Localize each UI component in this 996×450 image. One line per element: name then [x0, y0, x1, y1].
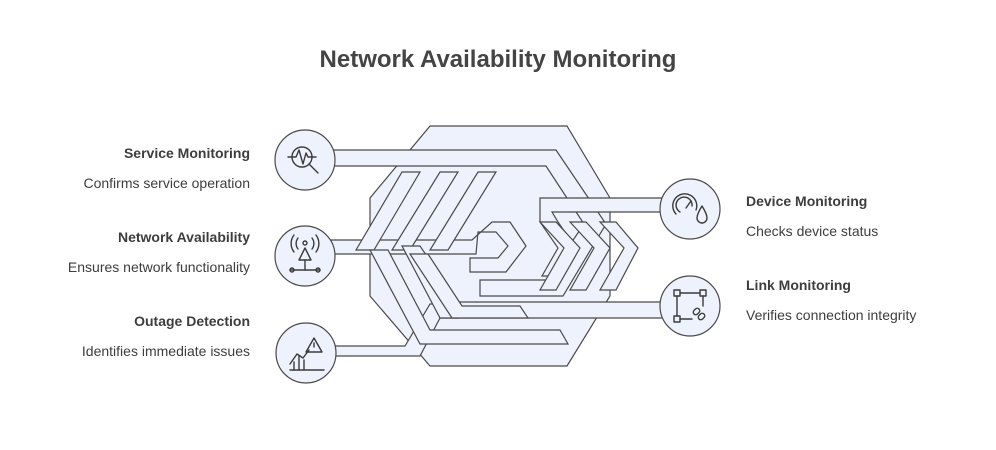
link-nodes-icon [673, 289, 707, 323]
chevron-2 [568, 221, 611, 291]
service-description: Confirms service operation [83, 175, 250, 191]
network-node [274, 225, 336, 287]
outage-description: Identifies immediate issues [81, 343, 250, 359]
warning-chart-icon [289, 337, 325, 371]
label-link: Link Monitoring Verifies connection inte… [746, 277, 986, 323]
link-node [659, 275, 721, 337]
label-network: Network Availability Ensures network fun… [10, 229, 250, 275]
label-device: Device Monitoring Checks device status [746, 193, 986, 239]
page-title: Network Availability Monitoring [319, 46, 677, 73]
label-service: Service Monitoring Confirms service oper… [10, 145, 250, 191]
label-outage: Outage Detection Identifies immediate is… [10, 313, 250, 359]
device-description: Checks device status [746, 223, 879, 239]
antenna-network-icon [289, 234, 321, 273]
lane-lower-2 [408, 253, 530, 319]
service-name: Service Monitoring [123, 145, 250, 161]
outage-name: Outage Detection [134, 313, 250, 329]
chevron-3 [598, 221, 639, 291]
chevron-1 [538, 221, 581, 291]
service-node [274, 129, 336, 191]
trace-network [317, 221, 527, 273]
network-description: Ensures network functionality [67, 259, 250, 275]
device-node [659, 178, 721, 240]
network-name: Network Availability [117, 229, 250, 245]
gauge-drop-icon [672, 193, 708, 224]
device-name: Device Monitoring [746, 193, 868, 209]
lane-lower-1 [369, 249, 570, 345]
link-description: Verifies connection integrity [746, 307, 917, 323]
link-name: Link Monitoring [746, 277, 851, 293]
heartbeat-magnifier-icon [287, 146, 319, 174]
lane-3 [428, 171, 498, 251]
